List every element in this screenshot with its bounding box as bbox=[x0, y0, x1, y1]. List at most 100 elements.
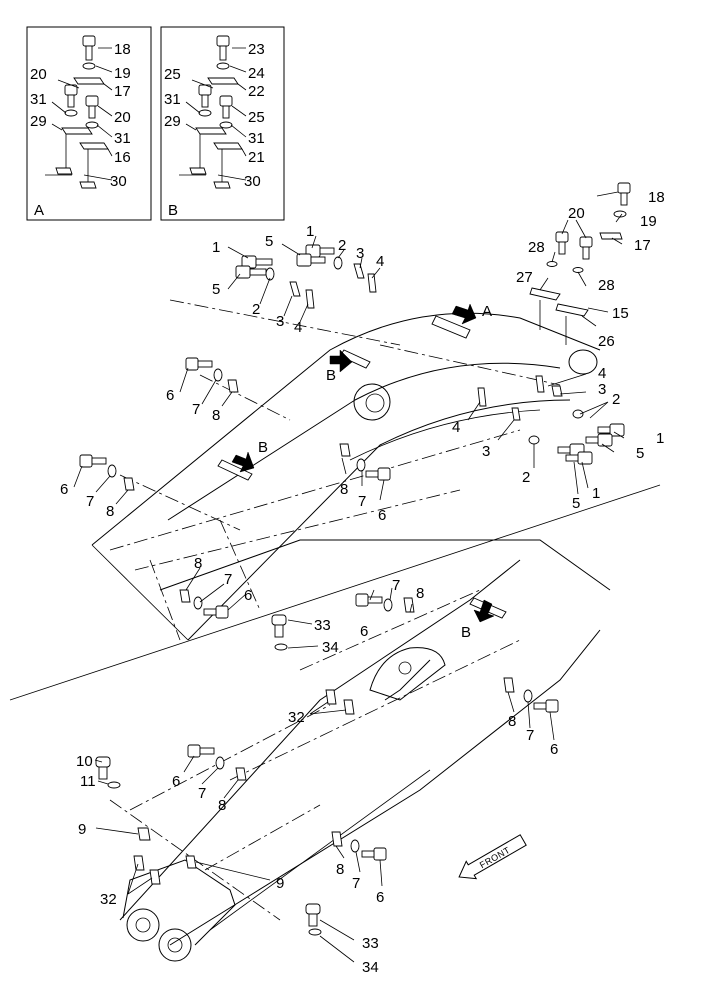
callout-5: 5 bbox=[636, 445, 644, 462]
clamp-icon bbox=[551, 385, 563, 397]
callout-11: 11 bbox=[80, 773, 96, 790]
plate-icon bbox=[213, 142, 243, 150]
callout-28: 28 bbox=[528, 239, 545, 256]
callout-6: 6 bbox=[360, 623, 368, 640]
callout-8: 8 bbox=[416, 585, 424, 602]
callout-4: 4 bbox=[598, 365, 606, 382]
clamp-icon bbox=[353, 263, 365, 279]
plate-icon bbox=[555, 303, 589, 317]
plug-icon bbox=[95, 756, 111, 780]
clamp-icon bbox=[403, 597, 415, 613]
callout-20: 20 bbox=[30, 66, 47, 83]
washer-icon bbox=[523, 689, 533, 703]
callout-31: 31 bbox=[248, 130, 265, 147]
washer-icon bbox=[356, 458, 366, 472]
callout-2: 2 bbox=[338, 237, 346, 254]
washer-icon bbox=[265, 267, 275, 281]
callout-10: 10 bbox=[76, 753, 93, 770]
callout-29: 29 bbox=[30, 113, 47, 130]
front-arrow: FRONT bbox=[458, 834, 527, 880]
plug-icon bbox=[271, 614, 287, 638]
callout-8: 8 bbox=[508, 713, 516, 730]
callout-7: 7 bbox=[526, 727, 534, 744]
link-bracket bbox=[369, 647, 446, 701]
clamp-icon bbox=[477, 387, 487, 407]
inset-a: A 18 19 17 20 20 31 31 29 16 30 bbox=[26, 26, 152, 221]
callout-25: 25 bbox=[164, 66, 181, 83]
callout-6: 6 bbox=[376, 889, 384, 906]
callout-9: 9 bbox=[276, 875, 284, 892]
bolt-icon bbox=[585, 433, 613, 447]
washer-icon bbox=[572, 409, 584, 419]
callout-7: 7 bbox=[192, 401, 200, 418]
callout-9: 9 bbox=[78, 821, 86, 838]
callout-8: 8 bbox=[106, 503, 114, 520]
clamp-icon bbox=[367, 273, 377, 293]
washer-icon bbox=[64, 109, 78, 117]
washer-icon bbox=[216, 62, 230, 70]
leader-lines bbox=[73, 191, 625, 963]
inset-a-title: A bbox=[34, 202, 44, 219]
clamp-icon bbox=[535, 375, 545, 393]
plate-icon bbox=[73, 77, 105, 85]
inset-b-frame bbox=[160, 26, 285, 221]
washer-icon bbox=[219, 121, 233, 129]
callout-31: 31 bbox=[114, 130, 131, 147]
washer-icon bbox=[528, 435, 540, 445]
bracket-icon bbox=[431, 315, 471, 339]
callout-20: 20 bbox=[114, 109, 131, 126]
plate-icon bbox=[195, 127, 227, 135]
callout-20: 20 bbox=[568, 205, 585, 222]
arrow-b-icon bbox=[473, 599, 495, 623]
callout-31: 31 bbox=[30, 91, 47, 108]
callout-1: 1 bbox=[592, 485, 600, 502]
callout-6: 6 bbox=[244, 587, 252, 604]
callout-17: 17 bbox=[634, 237, 651, 254]
bolt-icon bbox=[365, 467, 391, 481]
view-label-a: A bbox=[482, 303, 492, 320]
pin-boss bbox=[158, 928, 192, 962]
clamp-icon bbox=[185, 855, 197, 869]
callout-17: 17 bbox=[114, 83, 131, 100]
callout-26: 26 bbox=[598, 333, 615, 350]
clamp-icon bbox=[149, 869, 161, 885]
bolt-icon bbox=[617, 182, 631, 206]
bolt-icon bbox=[296, 253, 326, 267]
bolt-icon bbox=[185, 357, 213, 371]
arrow-b-icon bbox=[231, 451, 255, 473]
inset-a-frame bbox=[26, 26, 152, 221]
callout-30: 30 bbox=[110, 173, 127, 190]
callout-3: 3 bbox=[598, 381, 606, 398]
washer-icon bbox=[274, 643, 288, 651]
plug-icon bbox=[305, 903, 321, 927]
callout-5: 5 bbox=[212, 281, 220, 298]
clamp-icon bbox=[137, 827, 151, 841]
bolt-icon bbox=[79, 454, 107, 468]
callout-8: 8 bbox=[212, 407, 220, 424]
clamp-icon bbox=[179, 589, 191, 603]
washer-icon bbox=[350, 839, 360, 853]
callout-33: 33 bbox=[314, 617, 331, 634]
washer-icon bbox=[383, 598, 393, 612]
callout-6: 6 bbox=[60, 481, 68, 498]
bolt-icon bbox=[216, 35, 230, 61]
washer-icon bbox=[308, 928, 322, 936]
callout-4: 4 bbox=[452, 419, 460, 436]
callout-2: 2 bbox=[252, 301, 260, 318]
bolt-icon bbox=[203, 605, 229, 619]
clamp-icon bbox=[331, 831, 343, 847]
clamp-icon bbox=[227, 379, 239, 393]
clamp-icon bbox=[503, 677, 515, 693]
view-label-b: B bbox=[258, 439, 268, 456]
callout-8: 8 bbox=[218, 797, 226, 814]
plate-icon bbox=[529, 287, 561, 301]
callout-7: 7 bbox=[86, 493, 94, 510]
bolt-icon bbox=[198, 84, 212, 108]
callout-6: 6 bbox=[550, 741, 558, 758]
clamp-icon bbox=[123, 477, 135, 491]
callout-25: 25 bbox=[248, 109, 265, 126]
washer-icon bbox=[193, 596, 203, 610]
bolt-icon bbox=[579, 236, 593, 260]
callout-22: 22 bbox=[248, 83, 265, 100]
